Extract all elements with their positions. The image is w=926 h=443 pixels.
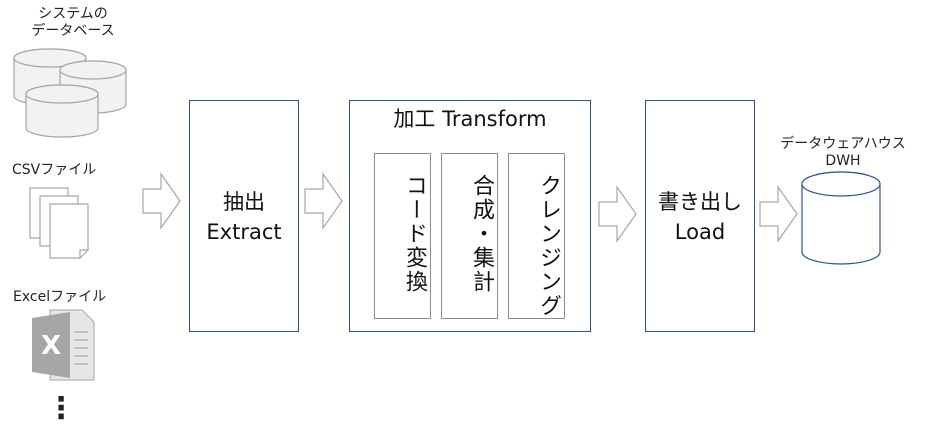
system-database-label: システムの データベース: [31, 6, 115, 39]
load-step-label: 書き出し Load: [658, 190, 742, 244]
csv-file-label: CSVファイル: [12, 162, 97, 178]
extract-step-label: 抽出 Extract: [206, 190, 282, 244]
extract-step-box: 抽出 Extract: [189, 100, 299, 332]
transform-sub-code-conversion: コード変換: [374, 153, 431, 319]
database-stack-icon: [13, 48, 127, 138]
dwh-database-icon: [801, 171, 881, 265]
more-sources-indicator: ⋮: [46, 391, 76, 426]
transform-step-box: 加工 Transform コード変換 合成・集計 クレンジング: [349, 100, 591, 332]
arrow-right-icon: [598, 185, 637, 243]
transform-step-title: 加工 Transform: [393, 107, 547, 131]
transform-sub-cleansing: クレンジング: [508, 153, 565, 319]
arrow-right-icon: [142, 172, 181, 230]
transform-sub-label: クレンジング: [536, 174, 561, 318]
excel-icon-letter: X: [41, 331, 61, 361]
dwh-label: データウェアハウス DWH: [780, 136, 906, 169]
arrow-right-icon: [304, 172, 343, 230]
arrow-right-icon: [759, 185, 798, 243]
excel-file-label: Excelファイル: [13, 289, 107, 305]
csv-files-icon: [29, 187, 90, 260]
excel-file-icon: X: [32, 309, 95, 381]
load-step-box: 書き出し Load: [645, 100, 755, 332]
transform-sub-merge-aggregate: 合成・集計: [441, 153, 498, 319]
transform-sub-label: 合成・集計: [469, 174, 494, 294]
transform-sub-label: コード変換: [402, 174, 427, 294]
